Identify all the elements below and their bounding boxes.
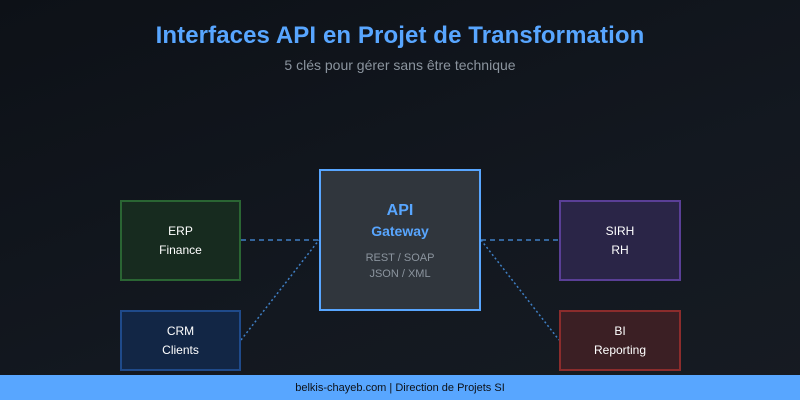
node-erp-sublabel: Finance [159,242,202,257]
node-sirh-sublabel: RH [611,242,629,257]
node-erp-finance: ERP Finance [120,200,241,281]
node-crm-sublabel: Clients [162,342,199,357]
node-bi-reporting: BI Reporting [559,310,681,371]
node-sirh-label: SIRH [605,223,635,238]
api-subtitle: Gateway [371,222,429,239]
node-sirh-rh: SIRH RH [559,200,681,281]
link-crm-api [240,239,320,341]
node-crm-clients: CRM Clients [120,310,241,371]
footer-text: belkis-chayeb.com | Direction de Projets… [295,381,505,394]
node-api-gateway: API Gateway REST / SOAP JSON / XML [319,169,481,311]
diagram-title: Interfaces API en Projet de Transformati… [155,22,645,49]
node-bi-sublabel: Reporting [593,342,647,357]
node-bi-label: BI [614,323,626,338]
api-formats: JSON / XML [369,267,431,280]
api-protocols: REST / SOAP [365,251,435,264]
node-crm-label: CRM [166,323,195,338]
node-erp-label: ERP [168,223,193,238]
footer-bar: belkis-chayeb.com | Direction de Projets… [0,375,800,400]
link-api-bi [480,239,560,341]
diagram-subtitle: 5 clés pour gérer sans être technique [284,57,516,73]
api-title: API [386,201,414,219]
